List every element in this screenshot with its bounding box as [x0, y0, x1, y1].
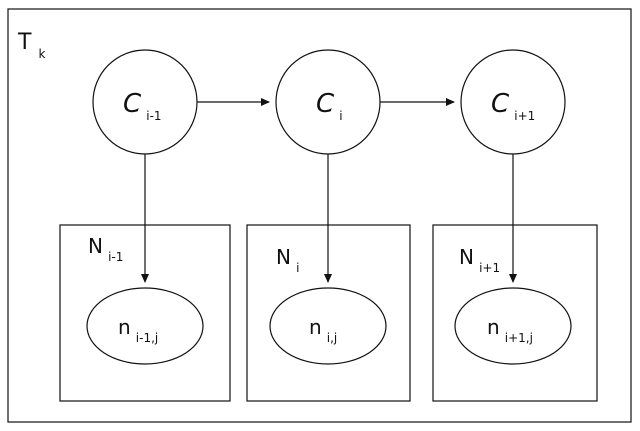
- node-n-next: [454, 287, 572, 365]
- plate-n-next-label-main: N: [459, 245, 474, 269]
- plate-n-current: N i n i,j: [246, 224, 411, 402]
- node-n-prev-label: n i-1,j: [118, 315, 158, 345]
- node-n-current-sub: i,j: [327, 331, 337, 345]
- node-n-next-sub: i+1,j: [505, 331, 533, 345]
- node-c-prev-label: C i-1: [123, 89, 162, 123]
- node-n-prev-main: n: [118, 315, 131, 339]
- plate-n-next-label: N i+1: [459, 245, 500, 275]
- node-n-current-label: n i,j: [309, 315, 337, 345]
- node-c-prev-circle: [92, 49, 198, 155]
- plate-n-current-box: [246, 224, 411, 402]
- plate-n-next-label-sub: i+1: [479, 261, 500, 275]
- plate-n-next: N i+1 n i+1,j: [432, 224, 598, 402]
- node-c-next-sub: i+1: [514, 109, 535, 123]
- node-n-current-main: n: [309, 315, 322, 339]
- node-n-next-main: n: [487, 315, 500, 339]
- plate-n-prev: N i-1 n i-1,j: [59, 224, 231, 402]
- node-n-prev-sub: i-1,j: [136, 331, 158, 345]
- node-c-current-main: C: [316, 89, 335, 119]
- node-c-prev-main: C: [123, 89, 142, 119]
- node-c-prev-sub: i-1: [146, 109, 161, 123]
- node-c-next-main: C: [491, 89, 510, 119]
- node-c-next-circle: [460, 49, 566, 155]
- plate-n-current-label-sub: i: [296, 261, 299, 275]
- plate-n-prev-label: N i-1: [88, 234, 123, 264]
- plate-n-prev-box: [59, 224, 231, 402]
- outer-plate: [7, 8, 632, 423]
- plate-n-prev-label-sub: i-1: [108, 250, 123, 264]
- plate-n-current-label-main: N: [276, 245, 291, 269]
- node-c-next: C i+1: [460, 49, 566, 155]
- node-c-current-label: C i: [316, 89, 343, 123]
- node-c-prev: C i-1: [92, 49, 198, 155]
- plate-n-next-box: [432, 224, 598, 402]
- outer-plate-label-subscript: k: [38, 47, 45, 61]
- plate-n-current-label: N i: [276, 245, 299, 275]
- node-n-current: [269, 287, 387, 365]
- outer-plate-label: T k: [17, 30, 45, 61]
- node-c-current-circle: [275, 49, 381, 155]
- node-n-next-label: n i+1,j: [487, 315, 533, 345]
- plate-n-prev-label-main: N: [88, 234, 103, 258]
- node-c-current-sub: i: [339, 109, 342, 123]
- node-n-prev: [86, 287, 204, 365]
- outer-plate-label-main: T: [17, 30, 32, 55]
- node-c-current: C i: [275, 49, 381, 155]
- node-c-next-label: C i+1: [491, 89, 535, 123]
